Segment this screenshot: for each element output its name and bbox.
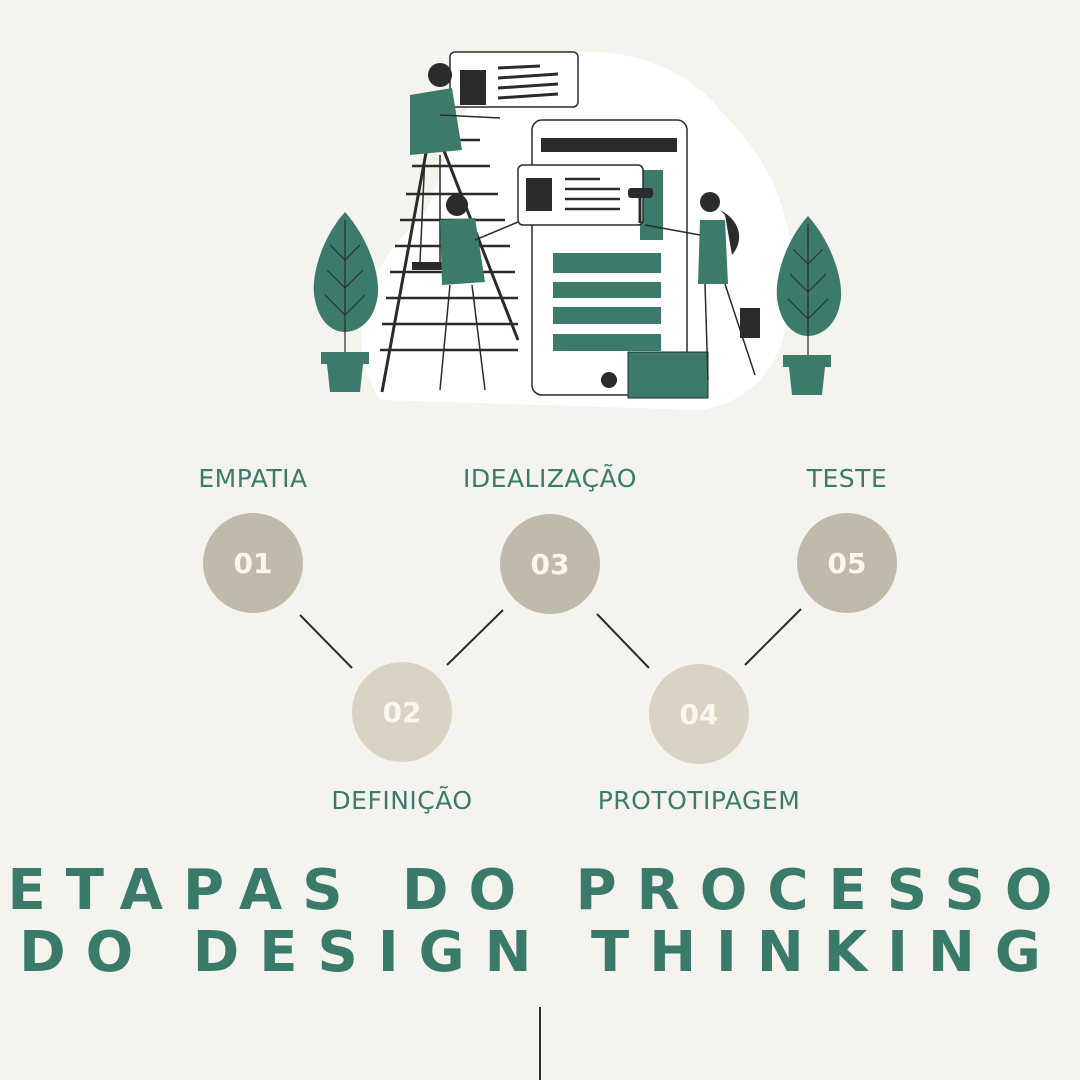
person-painting-icon [644, 192, 760, 381]
step-circle-03: 03 [500, 514, 600, 614]
person-holding-card-icon [439, 194, 519, 391]
ui-card-icon [449, 51, 579, 108]
page-title-line-1: ETAPAS DO PROCESSO [7, 858, 1073, 923]
box-icon [627, 351, 709, 399]
step-circle-02: 02 [352, 662, 452, 762]
step-label-definicao: DEFINIÇÃO [331, 786, 473, 815]
plant-icon [776, 216, 842, 395]
design-team-illustration [313, 51, 842, 410]
paint-bucket-icon [740, 308, 760, 338]
plant-icon [313, 212, 379, 392]
step-label-teste: TESTE [806, 464, 888, 493]
step-circle-01: 01 [203, 513, 303, 613]
step-label-prototipagem: PROTOTIPAGEM [597, 786, 801, 815]
step-circle-05: 05 [797, 513, 897, 613]
paint-roller-icon [628, 188, 653, 223]
ui-card-icon [517, 164, 644, 226]
page-title-line-2: DO DESIGN THINKING [19, 920, 1061, 985]
person-on-ladder-icon [410, 63, 501, 270]
step-circle-04: 04 [649, 664, 749, 764]
step-label-idealizacao: IDEALIZAÇÃO [463, 464, 637, 493]
step-label-empatia: EMPATIA [198, 464, 308, 493]
